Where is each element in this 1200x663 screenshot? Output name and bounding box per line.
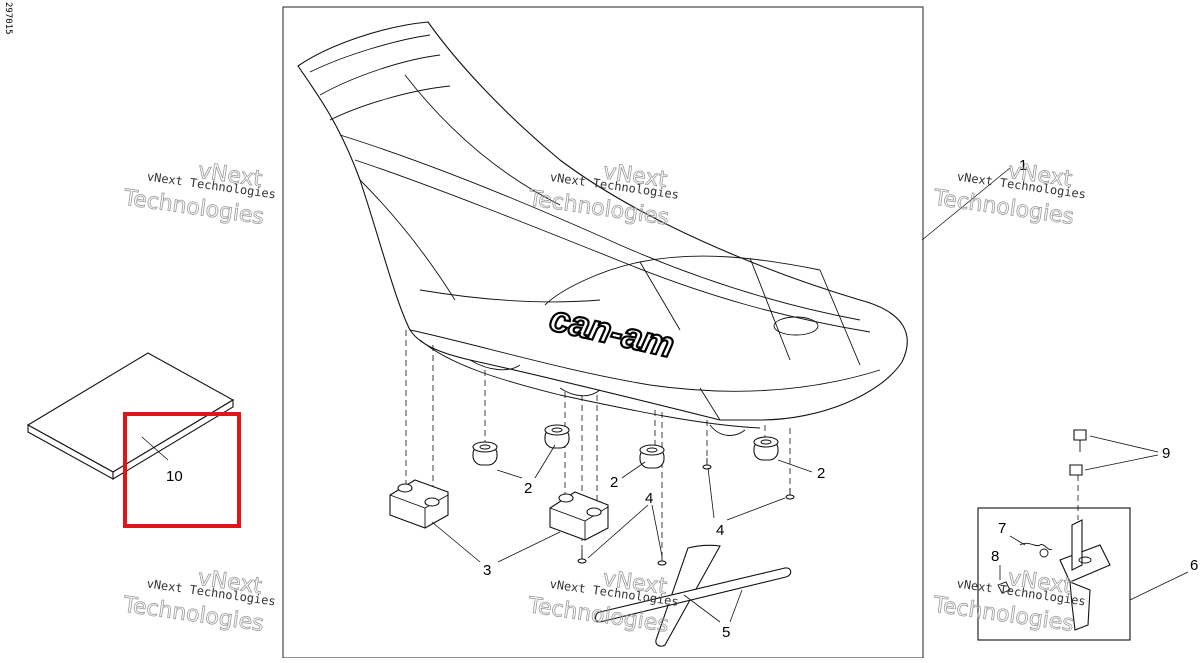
callout-8: 8 — [991, 548, 999, 565]
watermark: vNext Technologies vNext Technologies — [121, 158, 277, 230]
screws-part-4 — [577, 458, 795, 566]
callout-5: 5 — [722, 624, 730, 641]
callout-4: 4 — [716, 522, 724, 539]
blocks-part-3 — [389, 479, 609, 541]
straps-part-5 — [594, 544, 792, 647]
watermark: vNext Technologies vNext Technologies — [120, 565, 276, 637]
latch-assembly — [977, 429, 1131, 641]
callout-4: 4 — [645, 490, 653, 507]
highlight-box — [123, 412, 241, 528]
callouts: 1 2 2 2 3 4 4 5 6 7 8 9 10 — [166, 157, 1198, 641]
callout-1: 1 — [1019, 157, 1027, 174]
watermark: vNext Technologies vNext Technologies — [931, 158, 1087, 230]
callout-3: 3 — [483, 562, 491, 579]
watermark: vNext Technologies vNext Technologies — [525, 566, 679, 638]
leader-lines — [141, 167, 1189, 623]
callout-2: 2 — [524, 480, 532, 497]
callout-2: 2 — [610, 474, 618, 491]
callout-9: 9 — [1162, 445, 1170, 462]
callout-2: 2 — [817, 465, 825, 482]
callout-7: 7 — [998, 520, 1006, 537]
callout-6: 6 — [1190, 557, 1198, 574]
grommets-part-2 — [472, 424, 779, 469]
reference-code: 297015 — [3, 2, 13, 35]
seat-assembly: can-am — [297, 21, 908, 436]
callout-10: 10 — [166, 468, 183, 485]
